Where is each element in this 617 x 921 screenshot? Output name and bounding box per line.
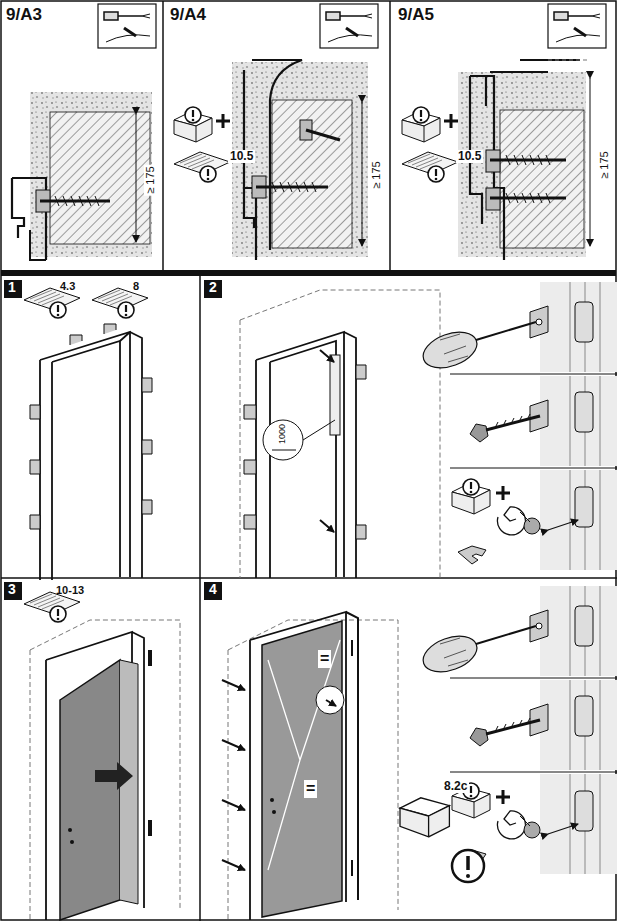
callout-number: 4 [209, 582, 217, 597]
callout-number: = [318, 650, 331, 668]
callout-number: 10-13 [56, 584, 84, 596]
callout-number: 3 [8, 582, 16, 597]
callout-number: ≥ 175 [370, 159, 382, 190]
callout-number: ≥ 175 [598, 149, 610, 180]
callout-number: 10.5 [456, 150, 483, 163]
callout-number: 8 [133, 280, 139, 292]
callout-number: 8.2c [442, 780, 469, 793]
callout-number: = [304, 780, 317, 798]
callout-number: ≥ 175 [144, 164, 156, 195]
callout-number: 9/A5 [398, 6, 434, 25]
callout-number: 4.3 [60, 280, 75, 292]
callout-number: 1 [8, 280, 16, 295]
callout-number: 2 [209, 280, 217, 295]
callout-number: 10.5 [228, 150, 255, 163]
callout-number: 9/A3 [6, 6, 42, 25]
callout-number: 9/A4 [170, 6, 206, 25]
callout-number: 1000 [278, 422, 288, 446]
